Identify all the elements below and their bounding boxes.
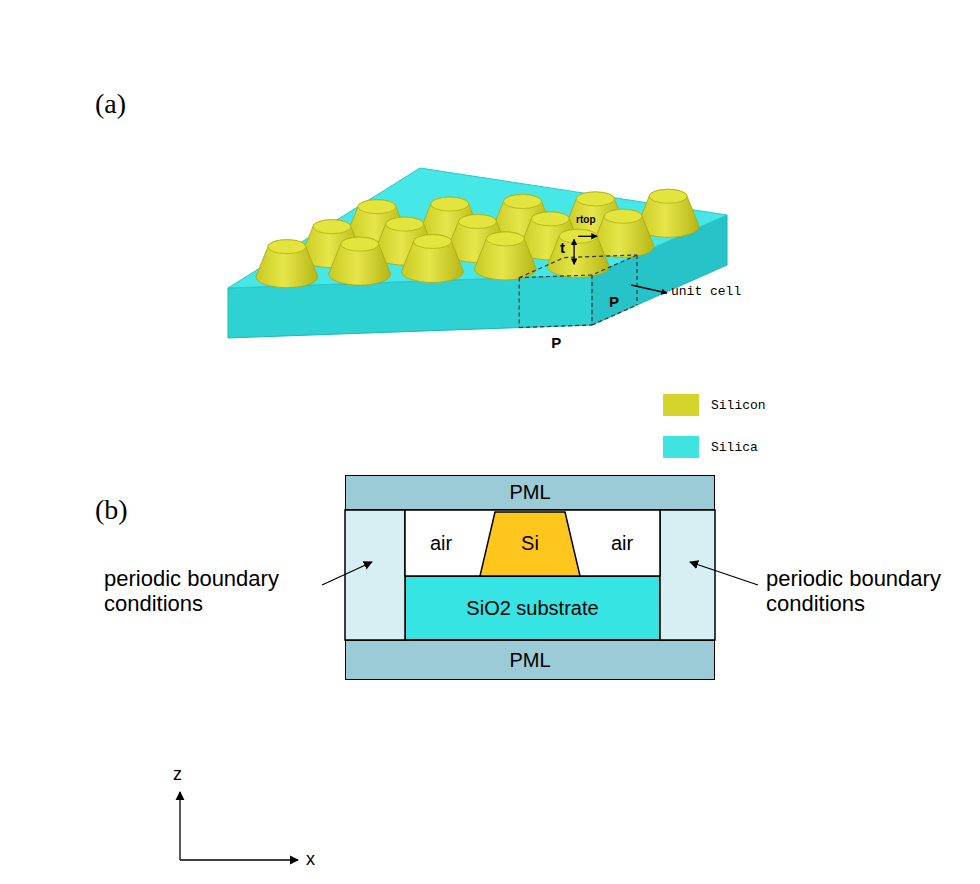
layer-name: air bbox=[430, 532, 452, 555]
dimension-label: P bbox=[551, 334, 561, 351]
leader-lines bbox=[180, 236, 758, 860]
cross-section bbox=[345, 510, 715, 640]
layer-name: Si bbox=[521, 532, 539, 555]
periodic-boundary-bar bbox=[345, 510, 405, 640]
legend-swatch bbox=[663, 394, 699, 416]
unit-cell-edge bbox=[592, 255, 637, 275]
layer-name: PML bbox=[509, 481, 550, 504]
legend-text: Silica bbox=[711, 440, 758, 455]
panel-letter: (b) bbox=[95, 494, 128, 526]
leader-arrow bbox=[180, 859, 298, 860]
layer-name: air bbox=[611, 532, 633, 555]
leader-arrow bbox=[578, 236, 597, 237]
silicon-pillar: Si bbox=[478, 511, 582, 576]
leader-arrow bbox=[322, 562, 372, 585]
panel-letter: (a) bbox=[95, 88, 126, 120]
air-region: air bbox=[588, 512, 656, 574]
substrate-layer: SiO2 substrate bbox=[405, 576, 660, 640]
slab-top-face bbox=[228, 168, 727, 288]
leader-arrow bbox=[690, 562, 758, 585]
unit-cell-edge bbox=[519, 325, 592, 328]
silicon-cone bbox=[256, 240, 318, 288]
pml-layer: PML bbox=[345, 475, 715, 510]
unit-cell-edge bbox=[636, 255, 637, 305]
leader-arrow bbox=[573, 239, 574, 264]
silicon-cone bbox=[547, 229, 609, 277]
callout-label: unit cell bbox=[671, 285, 741, 300]
periodic-boundary-bar bbox=[660, 510, 715, 640]
legend-entry: Silicon bbox=[663, 394, 766, 416]
air-region: air bbox=[410, 512, 472, 574]
boundary-label: periodic boundary conditions bbox=[766, 566, 976, 617]
air-region bbox=[405, 510, 660, 576]
boundary-label: periodic boundary conditions bbox=[104, 566, 314, 617]
unit-cell-outline bbox=[519, 255, 637, 328]
dimension-label: P bbox=[609, 293, 619, 310]
silicon-cone bbox=[474, 232, 536, 280]
unit-cell-edge bbox=[519, 275, 592, 278]
silicon-cone bbox=[402, 235, 464, 283]
silica-slab bbox=[228, 168, 727, 338]
axis-label: x bbox=[306, 849, 315, 870]
legend-swatch bbox=[663, 436, 699, 458]
silicon-cone bbox=[329, 237, 391, 285]
leader-arrow bbox=[631, 285, 667, 293]
unit-cell-edge bbox=[591, 275, 592, 325]
leader-arrow bbox=[179, 792, 180, 860]
unit-cell-edge bbox=[564, 255, 637, 258]
legend-entry: Silica bbox=[663, 436, 758, 458]
legend-text: Silicon bbox=[711, 398, 766, 413]
unit-cell-edge bbox=[519, 258, 564, 278]
silicon-cones bbox=[256, 189, 699, 287]
layer-name: PML bbox=[509, 649, 550, 672]
layer-name: SiO2 substrate bbox=[466, 597, 598, 620]
unit-cell-edge bbox=[519, 278, 520, 328]
pml-layer: PML bbox=[345, 640, 715, 680]
dimension-label: rtop bbox=[576, 214, 595, 226]
axis-label: z bbox=[173, 764, 182, 785]
dimension-label: t bbox=[560, 239, 565, 256]
